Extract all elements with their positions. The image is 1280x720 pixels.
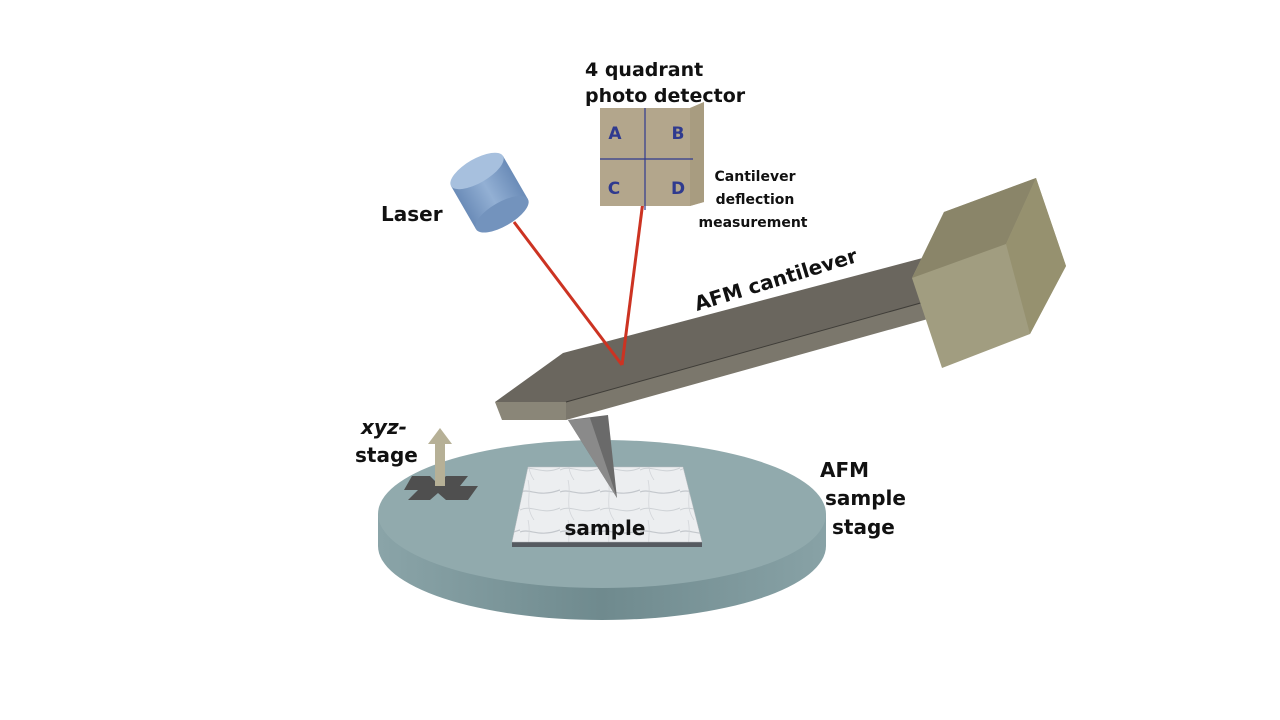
detector-side (690, 102, 704, 206)
xyz-arrow-shaft (435, 442, 445, 486)
holder-top (912, 178, 1036, 278)
sample-label: sample (565, 516, 646, 540)
deflection-label-line3: measurement (699, 215, 808, 231)
sample-stage-label-line3: stage (832, 515, 895, 539)
incident-beam (512, 221, 624, 366)
holder-side (1006, 178, 1066, 334)
laser-label: Laser (381, 202, 443, 226)
xyz-stage-label-line2: stage (355, 443, 418, 467)
xyz-stage-label-line1: xyz- (360, 415, 407, 439)
cantilever-side (566, 292, 960, 420)
sample-edge (512, 542, 702, 547)
sample-stage-label-line2: sample (825, 486, 906, 510)
cantilever-front (495, 402, 566, 420)
laser-top (450, 152, 504, 190)
xyz-stage-icon (404, 428, 478, 500)
sample (511, 466, 703, 547)
quadrant-a-label: A (608, 124, 622, 144)
cantilever-holder (912, 178, 1066, 368)
deflection-label-line2: deflection (716, 192, 795, 208)
quadrant-d-label: D (671, 179, 685, 199)
sample-stage-label-line1: AFM (820, 458, 869, 482)
detector-title-line2: photo detector (585, 85, 746, 107)
deflection-label-line1: Cantilever (715, 169, 796, 185)
xyz-arrow-head (428, 428, 452, 444)
laser-icon (450, 152, 529, 233)
cantilever-top (495, 256, 960, 402)
quadrant-c-label: C (608, 179, 620, 199)
detector-title-line1: 4 quadrant (585, 59, 703, 81)
afm-cantilever (495, 256, 961, 420)
photo-detector: A B C D (600, 102, 704, 210)
quadrant-b-label: B (672, 124, 685, 144)
sample-surface (511, 466, 703, 543)
